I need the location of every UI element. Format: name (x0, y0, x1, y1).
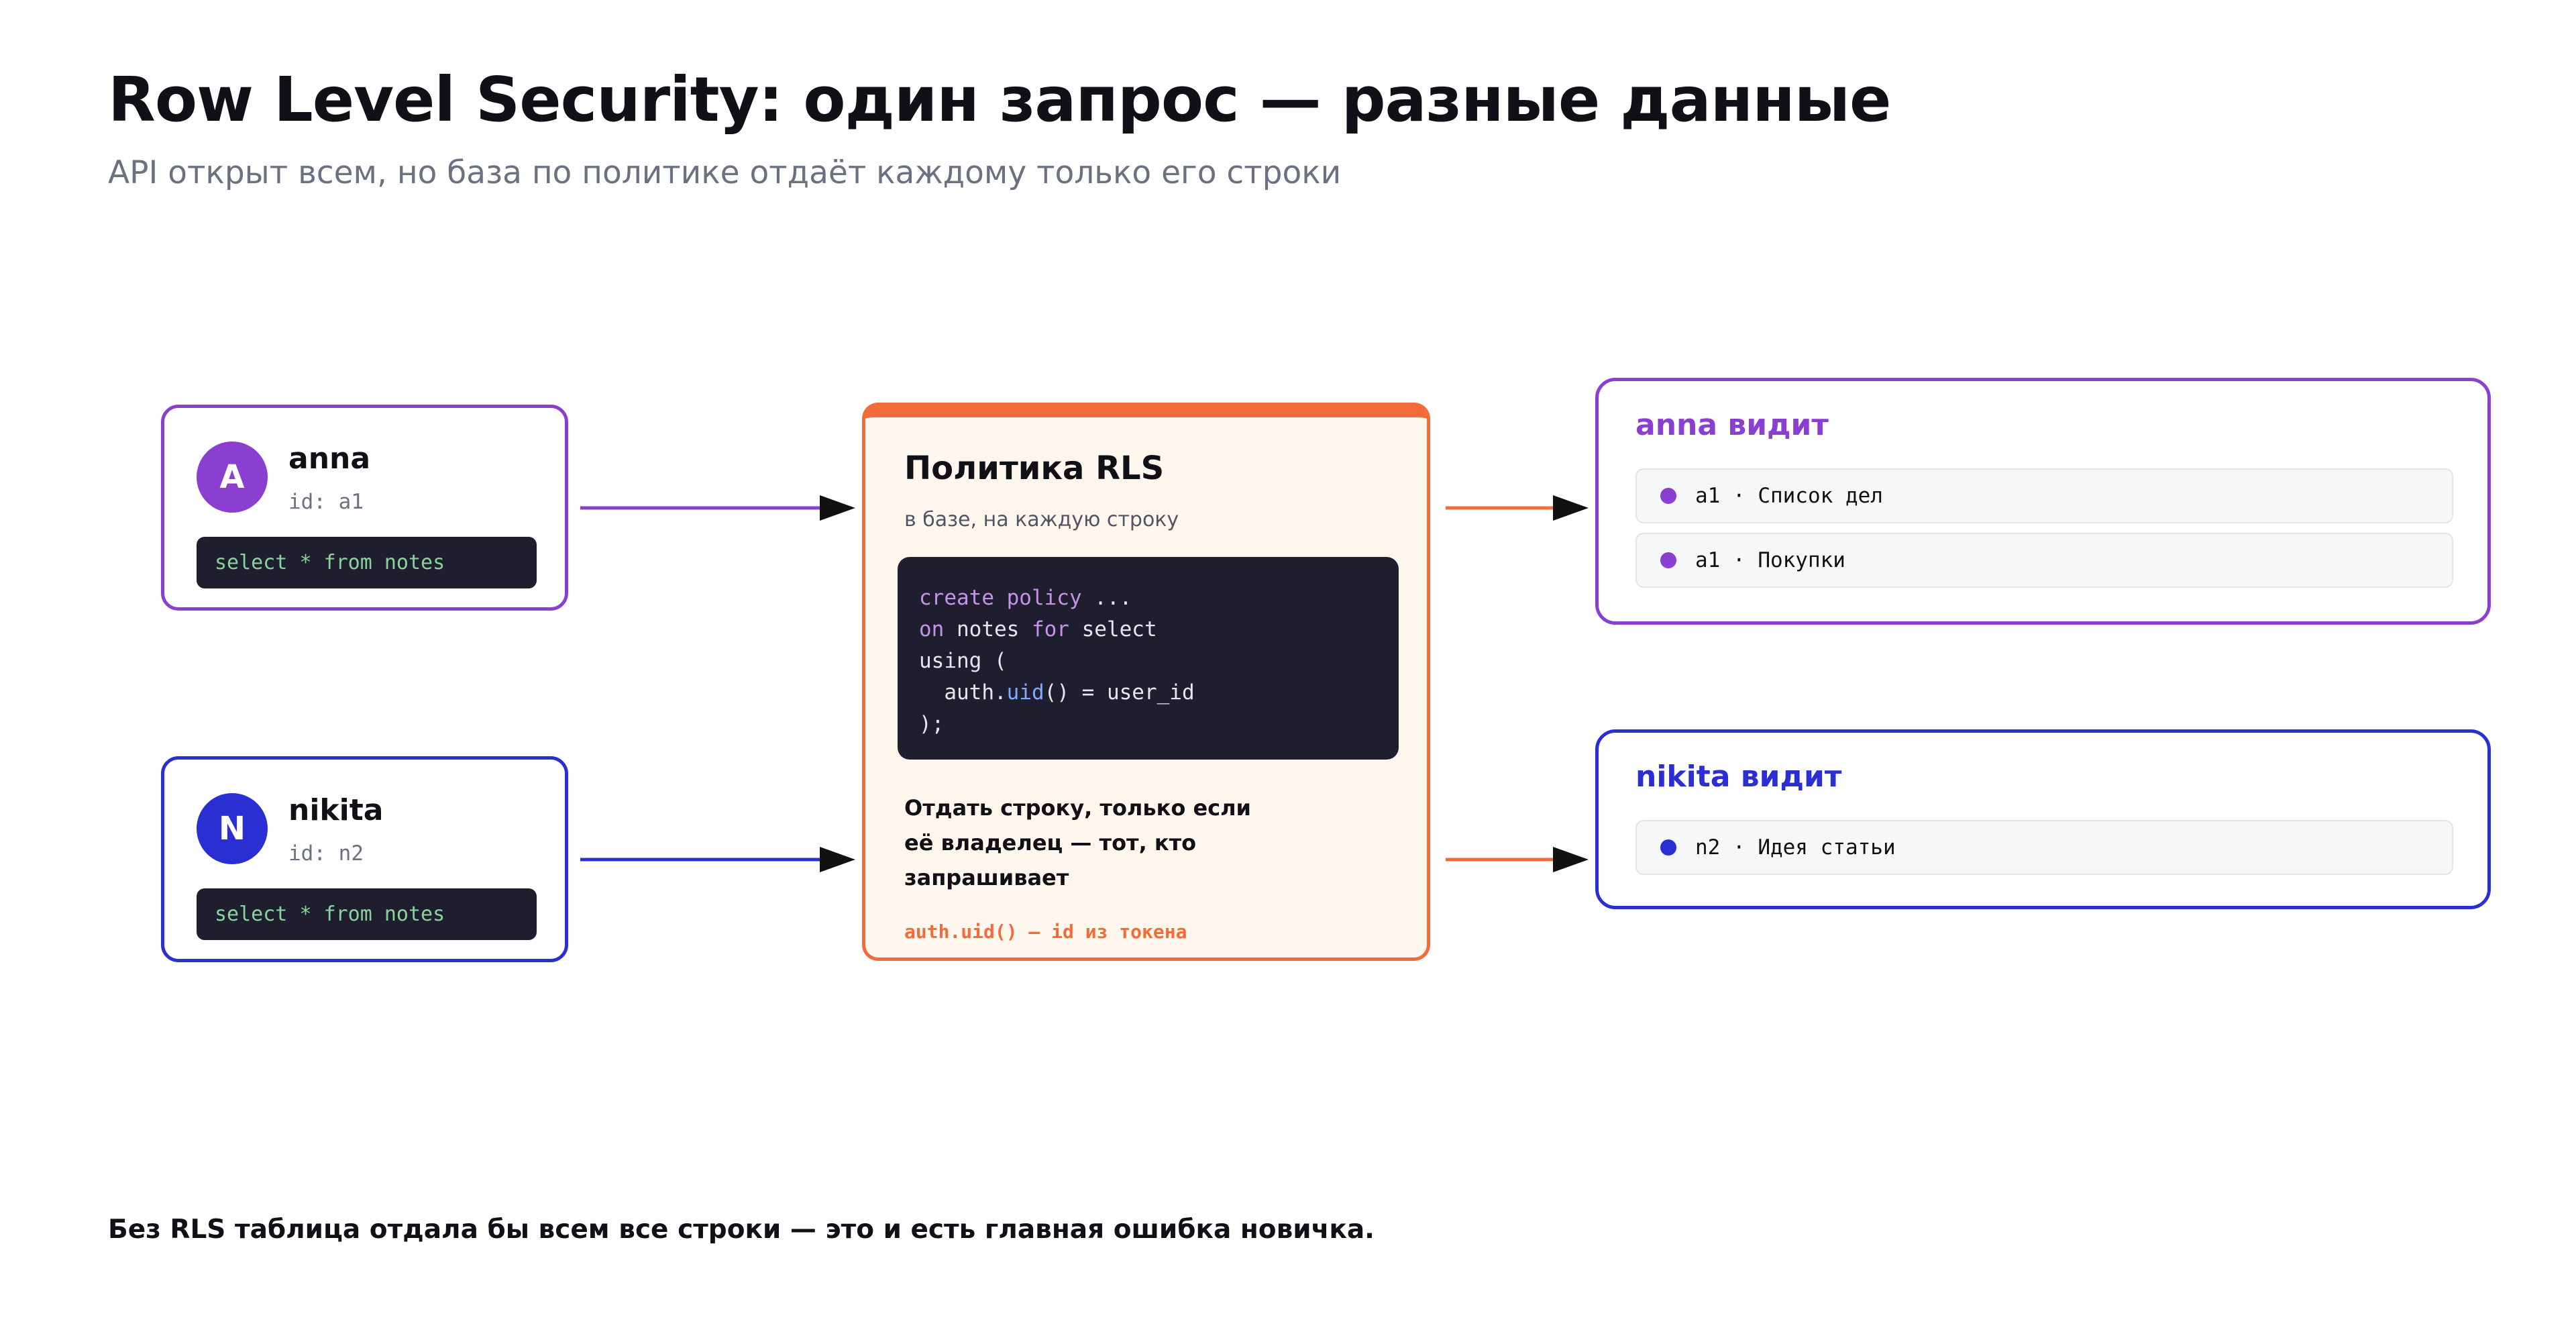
policy-description: Отдать строку, только если её владелец —… (904, 795, 1251, 890)
code-text: ); (919, 712, 945, 736)
footer-note: Без RLS таблица отдала бы всем все строк… (108, 1215, 1375, 1245)
policy-subtitle: в базе, на каждую строку (904, 508, 1179, 531)
code-text: auth. (919, 680, 1007, 705)
code-keyword: create policy (919, 586, 1082, 610)
arrow-policy-to-anna-result (1446, 495, 1589, 521)
code-text: notes (944, 617, 1032, 641)
page-title: Row Level Security: один запрос — разные… (108, 64, 1891, 136)
result-title: anna видит (1635, 408, 1829, 442)
user-name: anna (288, 442, 371, 476)
bullet-dot-icon (1660, 552, 1676, 568)
row-text: a1 · Покупки (1695, 548, 1845, 572)
result-card-nikita: nikita видит n2 · Идея статьи (1595, 729, 2491, 909)
avatar: N (197, 793, 268, 864)
query-table: notes (384, 551, 445, 574)
page-subtitle: API открыт всем, но база по политике отд… (108, 154, 1342, 191)
result-title: nikita видит (1635, 760, 1842, 794)
row-text: n2 · Идея статьи (1695, 835, 1896, 860)
bullet-dot-icon (1660, 488, 1676, 504)
row-text: a1 · Список дел (1695, 484, 1883, 508)
arrow-anna-to-policy (580, 495, 855, 521)
query-keyword-select: select (215, 551, 288, 574)
query-code: select * from notes (197, 537, 537, 588)
arrow-nikita-to-policy (580, 847, 855, 872)
user-card-anna: A anna id: a1 select * from notes (161, 405, 568, 611)
result-card-anna: anna видит a1 · Список дел a1 · Покупки (1595, 378, 2491, 625)
policy-card: Политика RLS в базе, на каждую строку cr… (862, 403, 1430, 961)
code-text: using ( (919, 649, 1007, 673)
query-star: * (299, 551, 312, 574)
query-code: select * from notes (197, 888, 537, 940)
policy-title: Политика RLS (904, 450, 1165, 487)
query-star: * (299, 902, 312, 926)
user-id: id: a1 (288, 490, 364, 514)
query-keyword-select: select (215, 902, 288, 926)
query-table: notes (384, 902, 445, 926)
user-id: id: n2 (288, 841, 364, 866)
list-item: n2 · Идея статьи (1635, 820, 2453, 875)
list-item: a1 · Список дел (1635, 468, 2453, 523)
query-keyword-from: from (323, 902, 372, 926)
policy-note: auth.uid() — id из токена (904, 921, 1187, 943)
list-item: a1 · Покупки (1635, 533, 2453, 588)
code-keyword: on (919, 617, 945, 641)
user-name: nikita (288, 793, 384, 827)
arrow-policy-to-nikita-result (1446, 847, 1589, 872)
code-text: () = user_id (1044, 680, 1195, 705)
code-text: select (1069, 617, 1157, 641)
query-keyword-from: from (323, 551, 372, 574)
user-card-nikita: N nikita id: n2 select * from notes (161, 756, 568, 962)
avatar: A (197, 442, 268, 513)
code-keyword: for (1031, 617, 1069, 641)
code-function: uid (1006, 680, 1044, 705)
bullet-dot-icon (1660, 839, 1676, 856)
policy-code: create policy ... on notes for select us… (898, 557, 1399, 760)
code-text: ... (1081, 586, 1132, 610)
